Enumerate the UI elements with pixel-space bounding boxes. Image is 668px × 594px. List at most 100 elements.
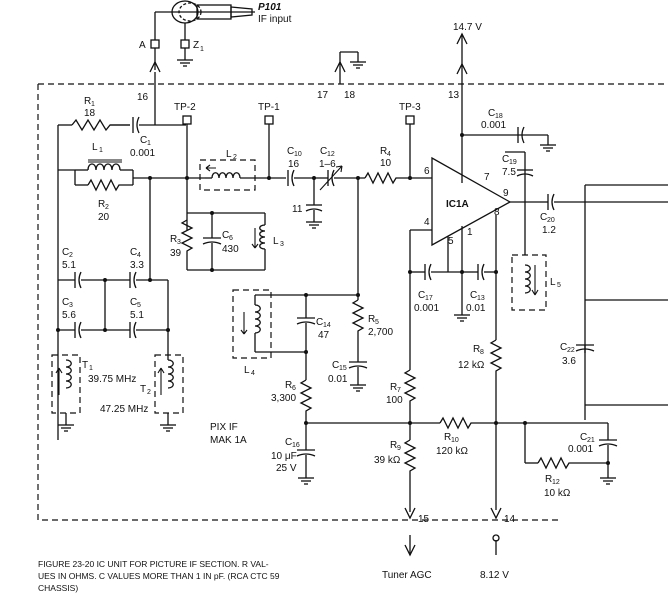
pin-7-label: 7 bbox=[484, 172, 490, 183]
l3-ref: L bbox=[273, 236, 279, 247]
c17-ref: C bbox=[418, 290, 425, 301]
shield-t2 bbox=[154, 354, 184, 414]
testpoint-tp2 bbox=[182, 115, 192, 125]
pin-8-label: 8 bbox=[494, 207, 500, 218]
capacitor-c17 bbox=[424, 263, 432, 281]
resistor-r7 bbox=[403, 369, 417, 420]
r8-ref: R bbox=[473, 344, 480, 355]
r1-value: 18 bbox=[84, 108, 96, 119]
c16-ref: C bbox=[285, 437, 292, 448]
pin-4-label: 4 bbox=[424, 217, 430, 228]
shield-l2 bbox=[199, 159, 256, 191]
c15-ref: C bbox=[332, 360, 339, 371]
c13-value: 0.01 bbox=[466, 303, 486, 314]
c13-ref: C bbox=[470, 290, 477, 301]
capacitor-c10 bbox=[287, 169, 295, 187]
pins-17-18-ground bbox=[334, 51, 367, 84]
svg-text:16: 16 bbox=[292, 442, 300, 449]
connector-p101 bbox=[149, 0, 255, 110]
c21-ref: C bbox=[580, 432, 587, 443]
block-label-line2: MAK 1A bbox=[210, 435, 247, 446]
c16-value: 10 μF bbox=[271, 451, 297, 462]
c17-value: 0.001 bbox=[414, 303, 439, 314]
supply-8v12-label: 8.12 V bbox=[480, 570, 509, 581]
r5-ref: R bbox=[368, 314, 375, 325]
svg-text:3: 3 bbox=[280, 241, 284, 248]
capacitor-c3 bbox=[74, 321, 82, 339]
r5-value: 2,700 bbox=[368, 327, 393, 338]
r12-ref: R bbox=[545, 474, 552, 485]
resistor-r1 bbox=[71, 118, 130, 132]
svg-text:1: 1 bbox=[89, 365, 93, 372]
p101-desc: IF input bbox=[258, 14, 292, 25]
c10-ref: C bbox=[287, 146, 294, 157]
supply-14v7-label: 14.7 V bbox=[453, 22, 482, 33]
svg-text:1: 1 bbox=[91, 101, 95, 108]
r2-value: 20 bbox=[98, 212, 110, 223]
pin-5-label: 5 bbox=[448, 236, 454, 247]
testpoint-tp1 bbox=[264, 115, 274, 125]
svg-text:5: 5 bbox=[137, 302, 141, 309]
svg-text:2: 2 bbox=[233, 154, 237, 161]
svg-text:17: 17 bbox=[425, 295, 433, 302]
supply-14v7 bbox=[456, 32, 468, 84]
c19-value: 7.5 bbox=[502, 167, 516, 178]
svg-text:1: 1 bbox=[99, 147, 103, 154]
c2-ref: C bbox=[62, 247, 69, 258]
inductor-l4 bbox=[254, 304, 261, 334]
resistor-r9 bbox=[403, 439, 417, 490]
c21-value: 0.001 bbox=[568, 444, 593, 455]
c2-value: 5.1 bbox=[62, 260, 76, 271]
capacitor-c20 bbox=[547, 193, 555, 211]
inductor-l3 bbox=[259, 224, 266, 250]
shield-t1 bbox=[51, 354, 81, 414]
c20-value: 1.2 bbox=[542, 225, 556, 236]
c18-value: 0.001 bbox=[481, 120, 506, 131]
c1-value: 0.001 bbox=[130, 148, 155, 159]
c14-value: 47 bbox=[318, 330, 330, 341]
svg-text:13: 13 bbox=[477, 295, 485, 302]
svg-text:15: 15 bbox=[339, 365, 347, 372]
pin-14-label: 14 bbox=[504, 514, 516, 525]
resistor-r6 bbox=[299, 379, 313, 423]
t1-value: 39.75 MHz bbox=[88, 374, 136, 385]
l5-ref: L bbox=[550, 277, 556, 288]
svg-text:1: 1 bbox=[147, 140, 151, 147]
c18-ref: C bbox=[488, 108, 495, 119]
pin-15-label: 15 bbox=[418, 514, 430, 525]
shield-l5 bbox=[511, 254, 547, 311]
resistor-r8 bbox=[489, 339, 503, 420]
resistor-r5 bbox=[351, 299, 365, 345]
svg-text:2: 2 bbox=[105, 204, 109, 211]
svg-text:2: 2 bbox=[147, 389, 151, 396]
svg-text:12: 12 bbox=[552, 479, 560, 486]
c4-ref: C bbox=[130, 247, 137, 258]
c5-value: 5.1 bbox=[130, 310, 144, 321]
r9-ref: R bbox=[390, 440, 397, 451]
ic1a-amplifier bbox=[431, 156, 512, 247]
svg-text:9: 9 bbox=[397, 445, 401, 452]
c19-ref: C bbox=[502, 154, 509, 165]
svg-text:6: 6 bbox=[292, 385, 296, 392]
caption-line1: FIGURE 23-20 IC UNIT FOR PICTURE IF SECT… bbox=[38, 559, 269, 569]
tuner-agc-label: Tuner AGC bbox=[382, 570, 432, 581]
capacitor-c1 bbox=[132, 116, 186, 134]
svg-text:12: 12 bbox=[327, 151, 335, 158]
r7-ref: R bbox=[390, 382, 397, 393]
inductor-l2 bbox=[211, 172, 241, 179]
caption-line2: UES IN OHMS. C VALUES MORE THAN 1 IN pF.… bbox=[38, 571, 280, 581]
c4-value: 3.3 bbox=[130, 260, 144, 271]
c5-ref: C bbox=[130, 297, 137, 308]
r3-ref: R bbox=[170, 234, 177, 245]
t1-ref: T bbox=[82, 360, 88, 371]
svg-text:21: 21 bbox=[587, 437, 595, 444]
resistor-r2 bbox=[87, 178, 133, 192]
c1-ref: C bbox=[140, 135, 147, 146]
c14-ref: C bbox=[316, 317, 323, 328]
capacitor-c2 bbox=[74, 271, 82, 289]
svg-text:4: 4 bbox=[387, 151, 391, 158]
pin-z-label: Z bbox=[193, 40, 199, 51]
c3-value: 5.6 bbox=[62, 310, 76, 321]
capacitor-c4 bbox=[129, 271, 137, 289]
